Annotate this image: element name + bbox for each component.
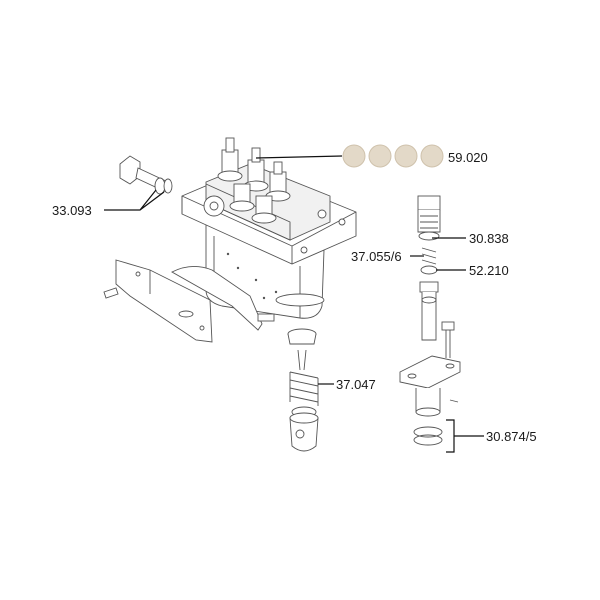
- plunger-spring-assembly: [287, 328, 319, 452]
- label-cap-set: 59.020: [448, 150, 488, 165]
- banjo-bolt-part: [119, 155, 173, 195]
- label-spring-shim: 37.055/6: [351, 249, 402, 264]
- leader-o-ring-set: [446, 419, 484, 453]
- o-ring-set-part: [413, 426, 443, 446]
- leader-lines: [104, 155, 484, 453]
- pump-element-assembly: [399, 195, 461, 417]
- cap-set-part: [342, 144, 444, 168]
- label-plunger-spring: 37.047: [336, 377, 376, 392]
- label-valve-holder: 30.838: [469, 231, 509, 246]
- delivery-valve-left: [217, 137, 243, 182]
- delivery-valve-front: [229, 183, 277, 224]
- leader-cap-set: [255, 155, 343, 159]
- label-valve-seal: 52.210: [469, 263, 509, 278]
- mounting-bracket: [103, 259, 275, 343]
- label-banjo-bolt: 33.093: [52, 203, 92, 218]
- label-o-ring-set: 30.874/5: [486, 429, 537, 444]
- leader-banjo-bolt: [104, 189, 165, 211]
- delivery-valve-right: [265, 161, 291, 202]
